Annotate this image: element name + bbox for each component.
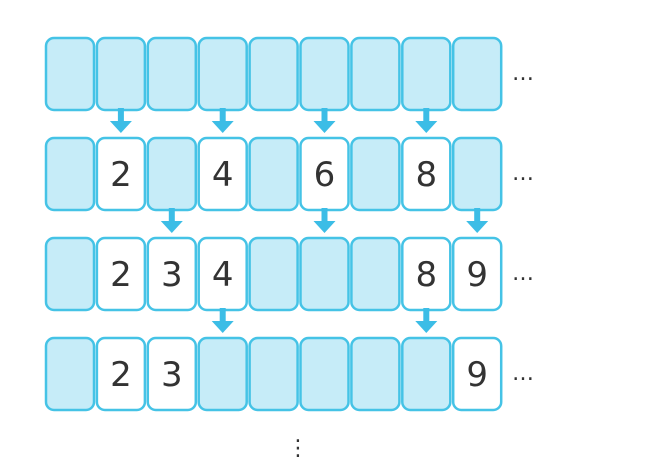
down-arrow-shaft — [423, 108, 430, 122]
cell-value: 2 — [110, 155, 132, 195]
array-cell — [401, 36, 452, 112]
array-cell — [197, 36, 248, 112]
row-continuation-ellipsis: … — [512, 361, 534, 386]
selected-cell — [95, 336, 147, 412]
cell-value: 8 — [415, 155, 437, 195]
array-cell — [350, 136, 401, 212]
cell-value: 3 — [161, 255, 183, 295]
down-arrow-icon — [211, 121, 234, 133]
down-arrow-icon — [415, 121, 438, 133]
selected-cell — [95, 136, 147, 212]
selected-cell — [197, 136, 248, 212]
array-cell — [451, 136, 503, 212]
array-row: … — [44, 36, 534, 112]
selected-cell — [146, 236, 198, 312]
down-arrow-icon — [160, 221, 183, 233]
down-arrow-shaft — [321, 208, 328, 222]
selected-cell — [451, 236, 503, 312]
array-cell — [350, 236, 401, 312]
array-cell — [197, 336, 248, 412]
array-cell — [248, 236, 299, 312]
cell-value: 3 — [161, 355, 183, 395]
array-cell — [44, 236, 96, 312]
down-arrow-icon — [109, 121, 132, 133]
array-cell — [44, 336, 96, 412]
row-continuation-ellipsis: … — [512, 161, 534, 186]
down-arrow-icon — [313, 221, 336, 233]
vertical-continuation-ellipsis: ⋮ — [287, 436, 309, 461]
array-row: 2 4 6 8 … — [44, 136, 534, 212]
row-continuation-ellipsis: … — [512, 261, 534, 286]
array-cell — [248, 36, 299, 112]
array-cell — [44, 136, 96, 212]
selected-cell — [451, 336, 503, 412]
array-cell — [146, 36, 198, 112]
cell-value: 6 — [314, 155, 336, 195]
down-arrow-icon — [415, 321, 438, 333]
down-arrow-shaft — [321, 108, 328, 122]
down-arrow-shaft — [117, 108, 124, 122]
down-arrow-shaft — [168, 208, 175, 222]
cell-value: 2 — [110, 255, 132, 295]
selected-cell — [95, 236, 147, 312]
array-cell — [299, 236, 350, 312]
selected-cell — [146, 336, 198, 412]
down-arrow-shaft — [474, 208, 481, 222]
down-arrow-icon — [313, 121, 336, 133]
array-cell — [299, 336, 350, 412]
array-cell — [44, 36, 96, 112]
row-continuation-ellipsis: … — [512, 61, 534, 86]
cell-value: 4 — [212, 155, 234, 195]
selected-cell — [401, 136, 452, 212]
cell-value: 9 — [466, 355, 488, 395]
array-cell — [299, 36, 350, 112]
cell-value: 2 — [110, 355, 132, 395]
array-cell — [248, 136, 299, 212]
array-cell — [350, 36, 401, 112]
array-cell — [350, 336, 401, 412]
array-cell — [401, 336, 452, 412]
array-cell — [451, 36, 503, 112]
array-cell — [248, 336, 299, 412]
down-arrow-shaft — [219, 108, 226, 122]
down-arrow-icon — [466, 221, 489, 233]
array-cell — [95, 36, 147, 112]
down-arrow-icon — [211, 321, 234, 333]
down-arrow-shaft — [423, 308, 430, 322]
cell-value: 9 — [466, 255, 488, 295]
cell-value: 8 — [415, 255, 437, 295]
cell-value: 4 — [212, 255, 234, 295]
down-arrow-shaft — [219, 308, 226, 322]
array-cell — [146, 136, 198, 212]
